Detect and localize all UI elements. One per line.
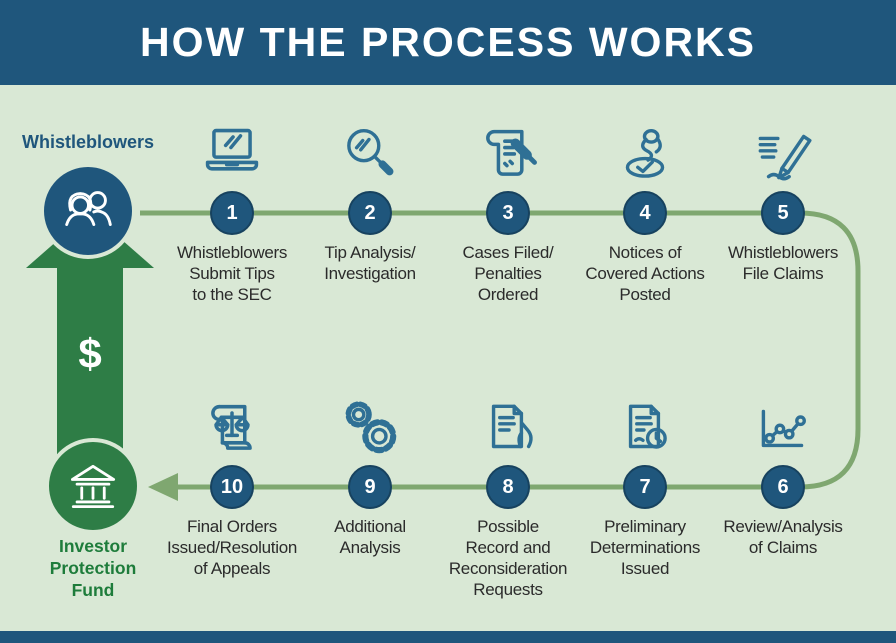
step-label: Additional Analysis xyxy=(334,517,406,557)
step-6: 6 Review/Analysis of Claims xyxy=(701,389,865,558)
step-number: 2 xyxy=(348,191,392,235)
step-number: 9 xyxy=(348,465,392,509)
step-label: Notices of Covered Actions Posted xyxy=(585,243,705,304)
step-9: 9 Additional Analysis xyxy=(288,389,452,558)
document-review-icon xyxy=(628,404,667,449)
step-8: 8 Possible Record and Reconsideration Re… xyxy=(426,389,590,600)
step-label: Preliminary Determinations Issued xyxy=(589,517,701,578)
laptop-icon xyxy=(205,128,259,171)
step-10: 10 Final Orders Issued/Resolution of App… xyxy=(150,389,314,579)
investor-protection-fund-label: Investor Protection Fund xyxy=(49,536,137,600)
page-title: HOW THE PROCESS WORKS xyxy=(139,19,757,65)
step-7: 7 Preliminary Determinations Issued xyxy=(563,389,727,579)
step-number: 4 xyxy=(623,191,667,235)
step-label: Tip Analysis/ Investigation xyxy=(324,243,416,283)
step-number: 3 xyxy=(486,191,530,235)
whistleblowers-label: Whistleblowers xyxy=(21,132,155,152)
bank-icon xyxy=(70,464,116,509)
step-label: Cases Filed/ Penalties Ordered xyxy=(462,243,554,304)
whistleblowers-bubble xyxy=(40,163,136,259)
step-number: 10 xyxy=(210,465,254,509)
dollar-sign: $ xyxy=(78,330,102,377)
step-number: 8 xyxy=(486,465,530,509)
step-label: Possible Record and Reconsideration Requ… xyxy=(448,517,568,599)
gavel-document-icon xyxy=(486,129,537,176)
step-2: 2 Tip Analysis/ Investigation xyxy=(288,115,452,284)
step-label: Review/Analysis of Claims xyxy=(723,517,843,557)
stamp-icon xyxy=(625,129,665,178)
step-5: 5 Whistleblowers File Claims xyxy=(701,115,865,284)
step-label: Final Orders Issued/Resolution of Appeal… xyxy=(166,517,298,578)
investor-fund-bubble xyxy=(45,438,141,534)
document-hand-icon xyxy=(491,404,533,449)
left-arrowhead-icon xyxy=(148,473,178,501)
magnifying-glass-icon xyxy=(347,129,394,176)
header-bar: HOW THE PROCESS WORKS xyxy=(0,0,896,85)
pen-writing-icon xyxy=(758,134,812,181)
step-1: 1 Whistleblowers Submit Tips to the SEC xyxy=(150,115,314,305)
gears-icon xyxy=(345,401,397,454)
scales-scroll-icon xyxy=(211,404,252,450)
step-4: 4 Notices of Covered Actions Posted xyxy=(563,115,727,305)
step-label: Whistleblowers File Claims xyxy=(727,243,839,283)
step-3: 3 Cases Filed/ Penalties Ordered xyxy=(426,115,590,305)
step-number: 7 xyxy=(623,465,667,509)
step-label: Whistleblowers Submit Tips to the SEC xyxy=(176,243,288,304)
people-icon xyxy=(65,191,112,227)
line-chart-icon xyxy=(761,409,806,448)
footer-bar xyxy=(0,631,896,643)
step-number: 5 xyxy=(761,191,805,235)
step-number: 1 xyxy=(210,191,254,235)
step-number: 6 xyxy=(761,465,805,509)
